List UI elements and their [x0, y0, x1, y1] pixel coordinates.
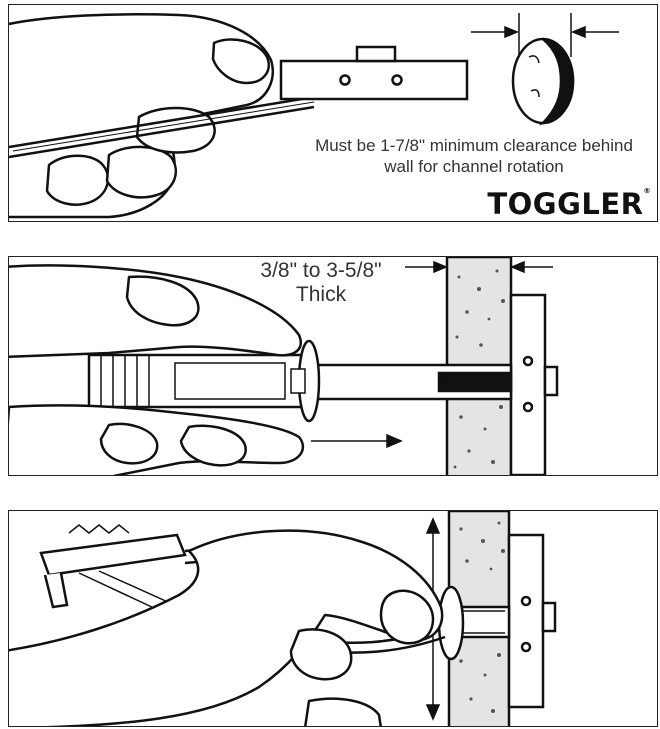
anchor-in-wall: [437, 585, 511, 661]
pull-arrow: [311, 433, 403, 449]
clearance-arrows: [471, 13, 619, 57]
step-3-panel: [8, 510, 658, 727]
clearance-note: Must be 1-7/8" minimum clearance behind …: [315, 136, 633, 176]
step-1-panel: Must be 1-7/8" minimum clearance behind …: [8, 4, 658, 222]
thickness-range: 3/8" to 3-5/8": [260, 259, 382, 282]
step-2-panel: 3/8" to 3-5/8" Thick: [8, 256, 658, 476]
step-3-illustration: [9, 511, 557, 726]
hand-1: [9, 13, 274, 219]
brand-text: TOGGLER: [487, 187, 644, 221]
wall-hole: [511, 37, 575, 126]
channel: [279, 45, 469, 101]
toggler-logo: TOGGLER®: [487, 187, 651, 221]
thickness-arrows: [405, 260, 553, 274]
channel-behind-wall: [507, 533, 557, 709]
hand-2: [9, 264, 305, 475]
collar: [87, 339, 321, 423]
strap: [9, 95, 315, 159]
strap-through-wall: [307, 363, 513, 401]
broken-collar: [39, 524, 187, 616]
thickness-label: Thick: [295, 283, 347, 306]
thickness-note: 3/8" to 3-5/8" Thick: [241, 259, 401, 307]
step-2-illustration: [9, 257, 559, 475]
channel-behind-wall: [509, 293, 559, 475]
hand-3: [9, 529, 444, 726]
step-1-illustration: [9, 13, 619, 219]
